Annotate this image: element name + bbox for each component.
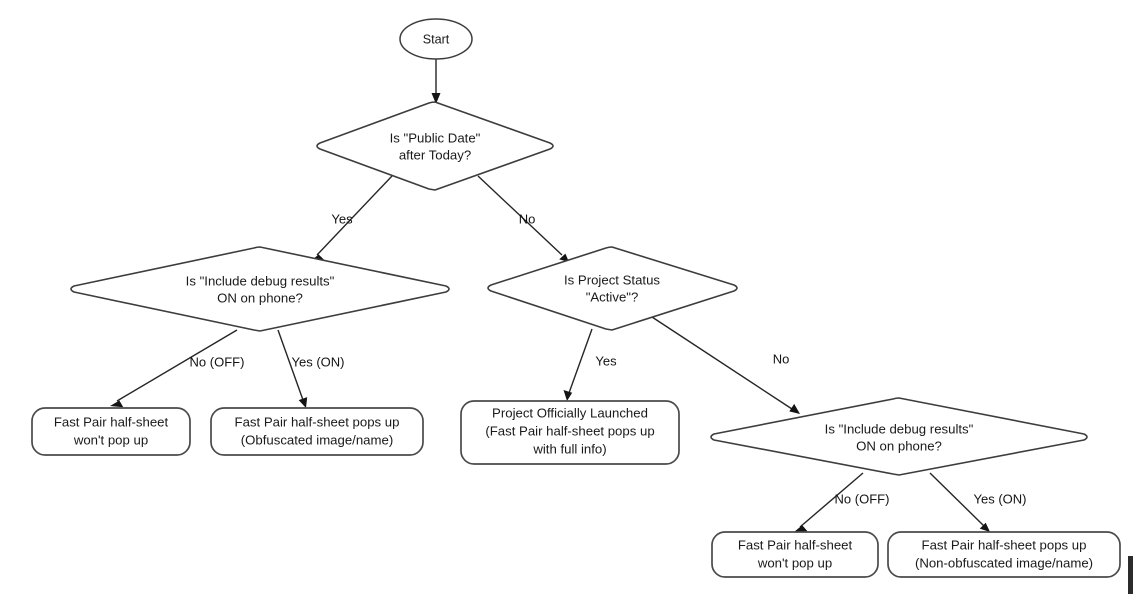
edge-debug-left-on: Yes (ON) [277, 329, 345, 408]
node-start-label: Start [423, 32, 450, 46]
edge-label-debug-right-off: No (OFF) [835, 491, 890, 506]
node-public-date-line1: Is "Public Date" [390, 130, 481, 145]
node-left-off-result[interactable]: Fast Pair half-sheet won't pop up [31, 407, 191, 456]
page-edge-artifact [1128, 556, 1133, 594]
node-right-on-result-line2: (Non-obfuscated image/name) [915, 555, 1093, 570]
node-right-on-result[interactable]: Fast Pair half-sheet pops up (Non-obfusc… [887, 531, 1121, 578]
edge-label-public-date-yes: Yes [331, 211, 353, 226]
node-public-date-line2: after Today? [399, 147, 471, 162]
node-debug-left-line1: Is "Include debug results" [186, 273, 335, 288]
node-debug-left-line2: ON on phone? [217, 290, 303, 305]
node-right-off-result[interactable]: Fast Pair half-sheet won't pop up [711, 531, 879, 578]
node-left-on-result-line1: Fast Pair half-sheet pops up [235, 414, 400, 429]
edge-project-status-yes: Yes [563, 328, 617, 401]
edge-label-debug-right-on: Yes (ON) [974, 491, 1027, 506]
node-debug-right-decision[interactable]: Is "Include debug results" ON on phone? [710, 397, 1088, 476]
node-left-on-result-line2: (Obfuscated image/name) [241, 432, 393, 447]
node-start[interactable]: Start [399, 18, 473, 60]
node-project-status-line1: Is Project Status [564, 272, 660, 287]
edge-public-date-no: No [477, 175, 569, 262]
edge-label-public-date-no: No [519, 211, 536, 226]
node-launched-result-line2: (Fast Pair half-sheet pops up [485, 423, 654, 438]
node-left-off-result-line1: Fast Pair half-sheet [54, 414, 169, 429]
node-launched-result-line1: Project Officially Launched [492, 405, 648, 420]
node-debug-right-line1: Is "Include debug results" [825, 421, 974, 436]
node-launched-result-line3: with full info) [532, 441, 606, 456]
node-right-off-result-line1: Fast Pair half-sheet [738, 537, 853, 552]
edge-label-project-status-yes: Yes [595, 353, 617, 368]
node-debug-right-line2: ON on phone? [856, 438, 942, 453]
node-public-date-decision[interactable]: Is "Public Date" after Today? [316, 101, 554, 191]
edge-public-date-yes: Yes [310, 175, 393, 262]
edge-project-status-no: No [651, 316, 800, 414]
node-left-on-result[interactable]: Fast Pair half-sheet pops up (Obfuscated… [210, 407, 424, 456]
node-project-status-line2: "Active"? [586, 289, 639, 304]
node-right-off-result-line2: won't pop up [757, 555, 832, 570]
edge-label-debug-left-on: Yes (ON) [292, 354, 345, 369]
edge-debug-right-on: Yes (ON) [929, 472, 1027, 532]
node-debug-left-decision[interactable]: Is "Include debug results" ON on phone? [70, 246, 450, 332]
node-project-status-decision[interactable]: Is Project Status "Active"? [487, 246, 738, 331]
node-right-on-result-line1: Fast Pair half-sheet pops up [922, 537, 1087, 552]
edge-start-to-public-date [431, 58, 441, 104]
edge-debug-right-off: No (OFF) [794, 472, 890, 532]
node-launched-result[interactable]: Project Officially Launched (Fast Pair h… [460, 400, 680, 465]
edge-label-debug-left-off: No (OFF) [190, 354, 245, 369]
edge-label-project-status-no: No [773, 351, 790, 366]
node-left-off-result-line2: won't pop up [73, 432, 148, 447]
edge-debug-left-off: No (OFF) [110, 329, 245, 408]
